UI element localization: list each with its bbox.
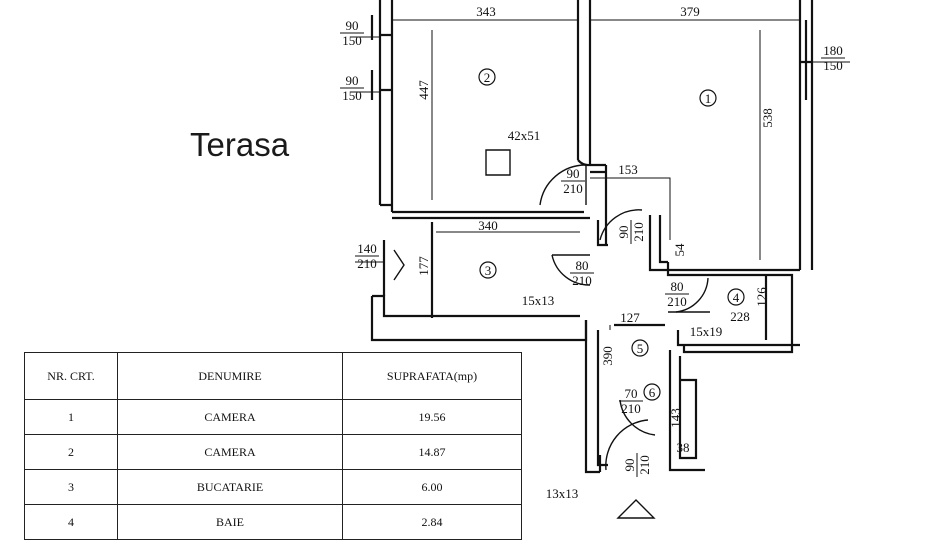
table-row: 1 CAMERA 19.56 xyxy=(24,399,522,435)
cell-name: BAIE xyxy=(117,504,343,540)
cell-nr: 4 xyxy=(24,504,118,540)
room-1-number: 1 xyxy=(705,91,712,106)
cell-area: 19.56 xyxy=(342,399,522,435)
cell-area: 2.84 xyxy=(342,504,522,540)
col-header-area: SUPRAFATA(mp) xyxy=(342,352,522,400)
door-label-5-numerator: 140 xyxy=(357,241,377,256)
dim-42x51: 42x51 xyxy=(508,128,541,143)
room-5-number: 5 xyxy=(637,341,644,356)
dim-room5-height: 390 xyxy=(600,346,615,366)
door-label-6-denominator: 210 xyxy=(621,401,641,416)
door-label-3-denominator: 210 xyxy=(572,273,592,288)
terrace-label: Terasa xyxy=(190,126,290,163)
dim-room3-height: 177 xyxy=(416,256,431,276)
dim-room6-height: 143 xyxy=(668,408,683,428)
door-label-3-numerator: 80 xyxy=(576,258,589,273)
dim-room3-width: 340 xyxy=(478,218,498,233)
col-header-nr: NR. CRT. xyxy=(24,352,118,400)
cell-nr: 1 xyxy=(24,399,118,435)
door-label-4-numerator: 80 xyxy=(671,279,684,294)
area-table: NR. CRT. DENUMIRE SUPRAFATA(mp) 1 CAMERA… xyxy=(24,352,522,540)
dim-15x19: 15x19 xyxy=(690,324,723,339)
table-row: 2 CAMERA 14.87 xyxy=(24,434,522,470)
room-2-number: 2 xyxy=(484,70,491,85)
window-label-1-denominator: 150 xyxy=(342,33,362,48)
floor-plan: 1 2 3 4 5 6 343 379 447 538 340 177 228 … xyxy=(340,0,850,519)
dim-room1-height: 538 xyxy=(760,108,775,128)
window-label-1-numerator: 90 xyxy=(346,18,359,33)
cell-name: CAMERA xyxy=(117,399,343,435)
room-6-number: 6 xyxy=(649,385,656,400)
cell-name: CAMERA xyxy=(117,434,343,470)
col-header-name: DENUMIRE xyxy=(117,352,343,400)
dim-38: 38 xyxy=(677,440,690,455)
cell-area: 6.00 xyxy=(342,469,522,505)
dim-room5-width: 127 xyxy=(620,310,640,325)
window-label-3-denominator: 150 xyxy=(823,58,843,73)
door-label-7-numerator: 90 xyxy=(622,459,637,472)
door-label-1-numerator: 90 xyxy=(567,166,580,181)
dim-room4-width: 228 xyxy=(730,309,750,324)
cell-name: BUCATARIE xyxy=(117,469,343,505)
door-label-6-numerator: 70 xyxy=(625,386,638,401)
window-label-2-numerator: 90 xyxy=(346,73,359,88)
table-row: 3 BUCATARIE 6.00 xyxy=(24,469,522,505)
door-label-1-denominator: 210 xyxy=(563,181,583,196)
table-header-row: NR. CRT. DENUMIRE SUPRAFATA(mp) xyxy=(24,352,522,400)
dim-room4-height: 126 xyxy=(754,287,769,307)
window-label-3-numerator: 180 xyxy=(823,43,843,58)
window-label-2-denominator: 150 xyxy=(342,88,362,103)
door-label-5-denominator: 210 xyxy=(357,256,377,271)
dim-room1-width: 379 xyxy=(680,4,700,19)
dim-13x13: 13x13 xyxy=(546,486,579,501)
dim-153: 153 xyxy=(618,162,638,177)
table-row: 4 BAIE 2.84 xyxy=(24,504,522,540)
dim-15x13: 15x13 xyxy=(522,293,555,308)
cell-area: 14.87 xyxy=(342,434,522,470)
dim-room2-height: 447 xyxy=(416,80,431,100)
dim-room2-width: 343 xyxy=(476,4,496,19)
cell-nr: 2 xyxy=(24,434,118,470)
door-label-4-denominator: 210 xyxy=(667,294,687,309)
door-label-7-denominator: 210 xyxy=(637,455,652,475)
dim-54: 54 xyxy=(672,243,687,257)
room-4-number: 4 xyxy=(733,290,740,305)
cell-nr: 3 xyxy=(24,469,118,505)
door-label-2-numerator: 90 xyxy=(616,226,631,239)
room-3-number: 3 xyxy=(485,263,492,278)
door-label-2-denominator: 210 xyxy=(631,222,646,242)
